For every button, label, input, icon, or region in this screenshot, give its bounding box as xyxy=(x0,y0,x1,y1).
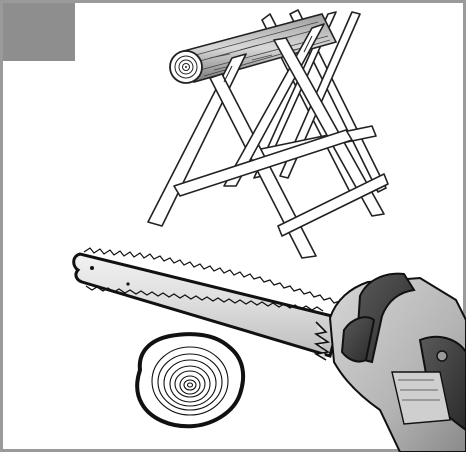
step-number-badge xyxy=(3,3,75,61)
cut-log-slice xyxy=(135,332,246,429)
log xyxy=(169,13,338,84)
chainsaw-body xyxy=(328,272,466,452)
chainsaw xyxy=(72,247,466,452)
sawhorse-front-legs xyxy=(147,23,389,259)
